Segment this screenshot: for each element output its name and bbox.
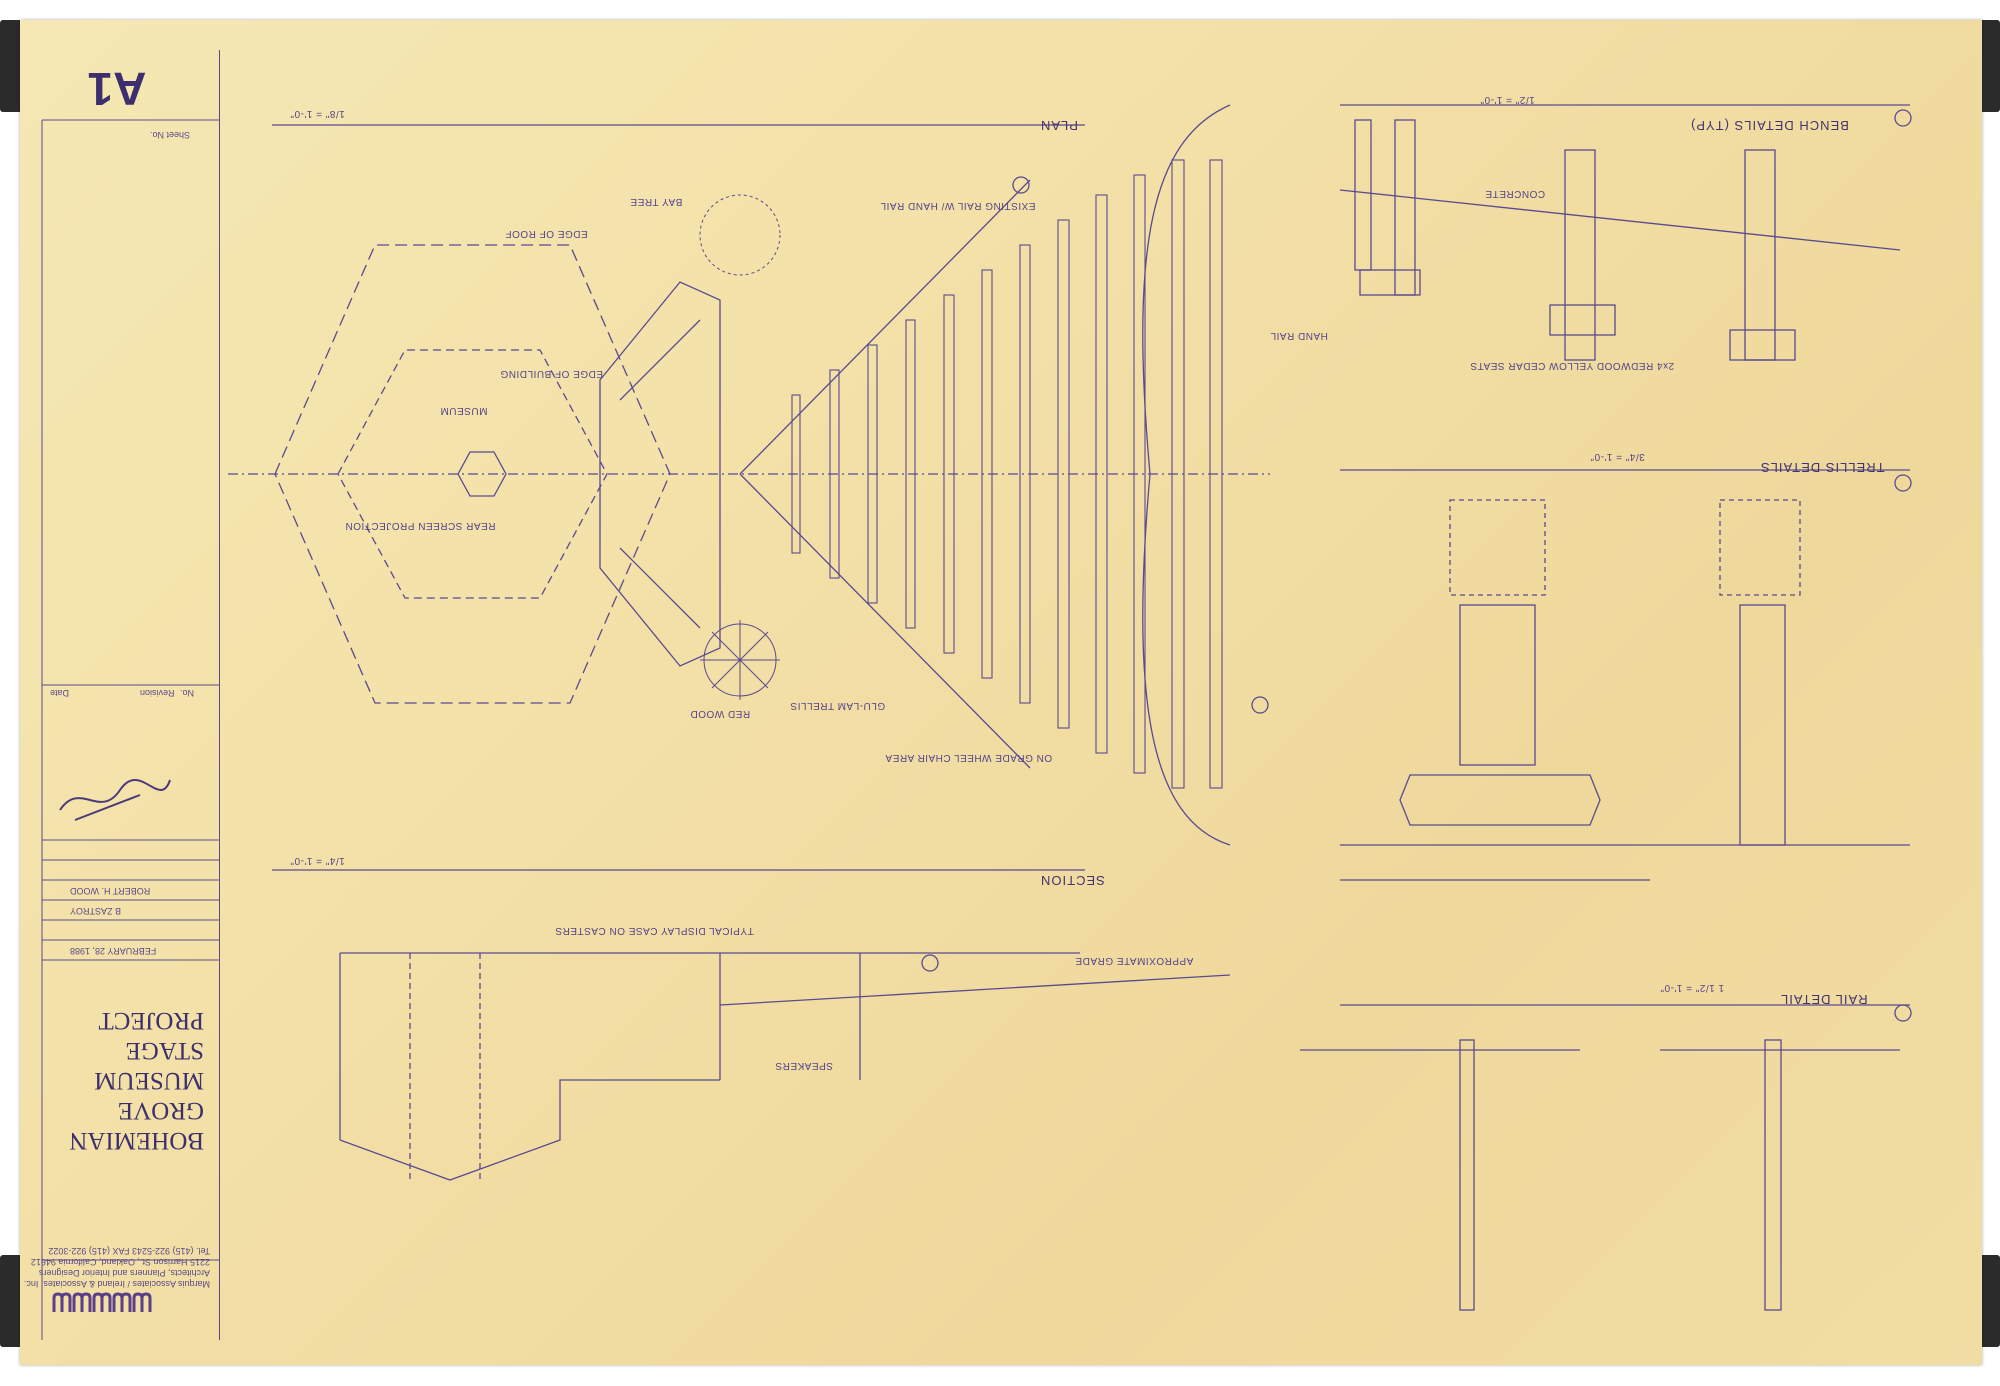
annotation-edge-of-building: EDGE OF BUILDING bbox=[500, 368, 604, 379]
annotation-concrete: CONCRETE bbox=[1485, 188, 1546, 199]
annotation-speakers: SPEAKERS bbox=[775, 1060, 833, 1071]
annotation-rear-screen: REAR SCREEN PROJECTION bbox=[345, 520, 496, 531]
annotation-typical-display: TYPICAL DISPLAY CASE ON CASTERS bbox=[555, 925, 754, 936]
trellis-details-scale: 3/4" = 1'-0" bbox=[1590, 451, 1645, 462]
section-title: SECTION bbox=[1040, 873, 1105, 888]
section-scale: 1/4" = 1'-0" bbox=[290, 855, 345, 866]
signature bbox=[59, 779, 171, 821]
annotation-on-grade: ON GRADE WHEEL CHAIR AREA bbox=[885, 752, 1053, 763]
annotation-glulam: GLU-LAM TRELLIS bbox=[790, 700, 886, 711]
firm-logo-icon bbox=[52, 1292, 152, 1312]
bench-details-scale: 1/2" = 1'-0" bbox=[1480, 94, 1535, 105]
trellis-details-title: TRELLIS DETAILS bbox=[1760, 460, 1885, 475]
binder-clip-top-right bbox=[1978, 20, 2000, 112]
annotation-edge-of-roof: EDGE OF ROOF bbox=[505, 228, 588, 239]
annotation-approx-grade: APPROXIMATE GRADE bbox=[1075, 955, 1194, 966]
annotation-existing-rail: EXISTING RAIL W/ HAND RAIL bbox=[880, 200, 1036, 211]
binder-clip-bottom-left bbox=[0, 1255, 22, 1347]
rail-detail-scale: 1 1/2" = 1'-0" bbox=[1660, 982, 1725, 993]
annotation-hand-rail: HAND RAIL bbox=[1270, 330, 1328, 341]
title-block bbox=[20, 20, 220, 1365]
bench-details-title: BENCH DETAILS (TYP) bbox=[1690, 118, 1849, 133]
annotation-museum: MUSEUM bbox=[440, 405, 488, 416]
annotation-seats: 2x4 REDWOOD YELLOW CEDAR SEATS bbox=[1470, 360, 1675, 371]
title-block-frame bbox=[41, 50, 220, 1340]
rail-detail-title: RAIL DETAIL bbox=[1780, 992, 1868, 1007]
binder-clip-bottom-right bbox=[1978, 1255, 2000, 1347]
blueprint-sheet bbox=[20, 20, 1982, 1365]
annotation-bay-tree: BAY TREE bbox=[630, 196, 683, 207]
binder-clip-top-left bbox=[0, 20, 22, 112]
plan-title: PLAN bbox=[1040, 118, 1078, 133]
plan-scale: 1/8" = 1'-0" bbox=[290, 108, 345, 119]
annotation-red-wood: RED WOOD bbox=[690, 708, 751, 719]
